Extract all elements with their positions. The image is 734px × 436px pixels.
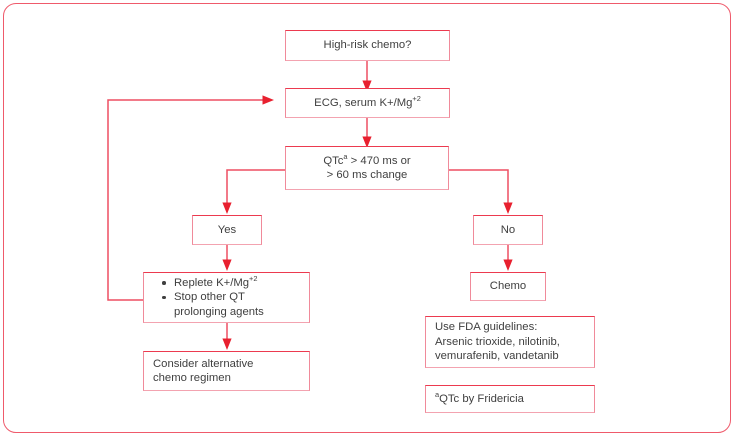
node-qtc-line1-post: > 470 ms or [347, 154, 411, 167]
node-high-risk-chemo-label: High-risk chemo? [323, 39, 412, 52]
node-qtc-footnote-marker: a [343, 151, 348, 161]
node-replete-bullet-1-text: Replete K+/Mg [174, 276, 250, 289]
node-chemo-label: Chemo [489, 280, 527, 293]
node-replete-bullet-1: Replete K+/Mg+2 [162, 273, 264, 291]
node-footnote-marker: a [435, 389, 440, 399]
node-consider-alternative[interactable]: Consider alternative chemo regimen [143, 351, 310, 391]
node-no[interactable]: No [473, 215, 543, 245]
node-high-risk-chemo[interactable]: High-risk chemo? [285, 30, 450, 61]
node-qtc-decision[interactable]: QTca > 470 ms or > 60 ms change [285, 146, 449, 190]
node-no-label: No [500, 223, 516, 236]
node-ecg-serum[interactable]: ECG, serum K+/Mg+2 [285, 88, 450, 118]
node-yes[interactable]: Yes [192, 215, 262, 245]
node-qtc-line1-pre: QTc [323, 154, 344, 167]
node-replete-bullet-2-line1: Stop other QT [174, 291, 245, 304]
node-footnote-text: QTc by Fridericia [439, 392, 524, 405]
node-yes-label: Yes [217, 223, 237, 236]
node-consider-alternative-label: Consider alternative chemo regimen [153, 357, 309, 386]
node-footnote-label: aQTc by Fridericia [435, 389, 594, 407]
node-fda-guidelines-label: Use FDA guidelines:Arsenic trioxide, nil… [435, 320, 594, 364]
figure-border [3, 3, 731, 433]
node-consider-alternative-line1: Consider alternative [153, 357, 254, 370]
node-consider-alternative-line2: chemo regimen [153, 372, 231, 384]
node-ecg-serum-text: ECG, serum K+/Mg [314, 96, 413, 109]
node-qtc-line2: > 60 ms change [326, 169, 408, 181]
node-ecg-serum-superscript: +2 [412, 93, 421, 103]
node-fda-guidelines[interactable]: Use FDA guidelines:Arsenic trioxide, nil… [425, 316, 595, 368]
node-chemo[interactable]: Chemo [470, 272, 546, 301]
node-qtc-decision-label: QTca > 470 ms or > 60 ms change [286, 151, 448, 183]
node-footnote: aQTc by Fridericia [425, 385, 595, 413]
node-replete-bullet-2-line2: prolonging agents [174, 305, 264, 318]
node-fda-line1: Use FDA guidelines: [435, 321, 538, 334]
node-fda-line2: Arsenic trioxide, nilotinib, [435, 335, 560, 348]
node-replete-bullet-1-superscript: +2 [249, 273, 258, 283]
node-ecg-serum-label: ECG, serum K+/Mg+2 [286, 93, 449, 111]
node-fda-line3: vemurafenib, vandetanib [435, 350, 559, 363]
